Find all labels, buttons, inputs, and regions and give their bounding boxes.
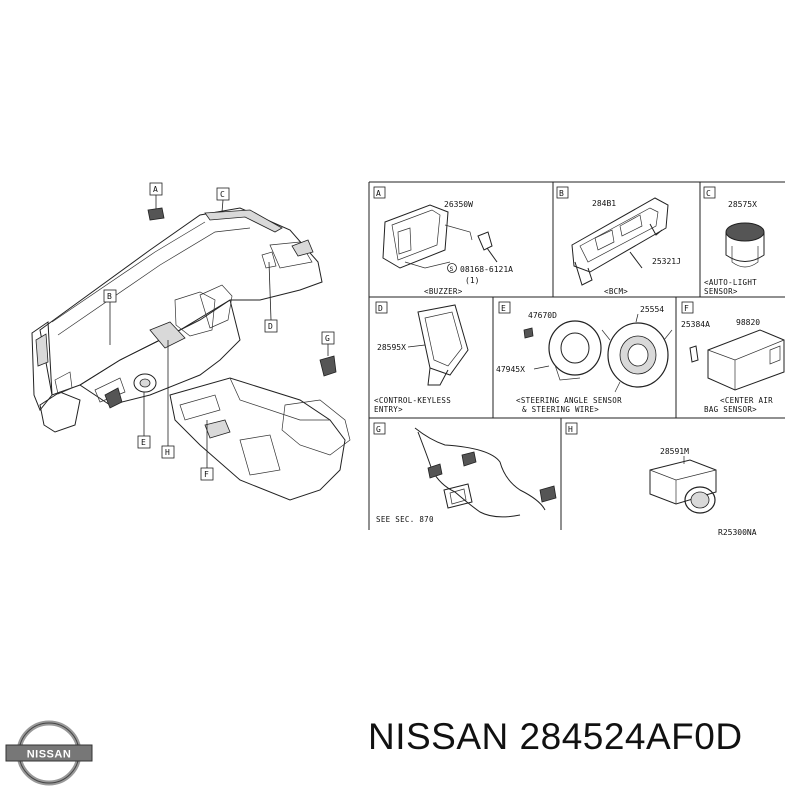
panel-e-steering-sensor: E 47670D 25554 47945X <STEERING ANGLE SE… [496,301,673,414]
panel-d-letter: D [378,304,383,313]
reference-code: R25300NA [718,528,757,537]
panel-a-buzzer: A 26350W S 08168-6121A (1) <BUZZER> [373,186,513,296]
panel-f-part-2: 98820 [736,318,760,327]
panel-c-letter: C [706,189,711,198]
panel-f-part-1: 25384A [681,320,710,329]
panel-g-letter: G [376,425,381,434]
panel-a-part-2: 08168-6121A [460,265,513,274]
panel-b-part-1: 284B1 [592,199,616,208]
panel-d-caption-2: ENTRY> [374,405,403,414]
callout-d: D [268,322,273,331]
panel-h-module: H 28591M [565,422,717,514]
panel-a-caption: <BUZZER> [424,287,463,296]
panel-c-part-1: 28575X [728,200,757,209]
panel-g-caption: SEE SEC. 870 [376,515,434,524]
panel-a-part-2-qty: (1) [465,276,479,285]
panel-c-caption-1: <AUTO-LIGHT [704,278,757,287]
panel-d-caption-1: <CONTROL-KEYLESS [374,396,451,405]
part-number-title: NISSAN 284524AF0D [368,716,743,757]
panel-g-harness: G SEE SEC. 870 [373,422,557,524]
panel-f-caption-2: BAG SENSOR> [704,405,757,414]
callout-e: E [141,438,146,447]
callout-c: C [220,190,225,199]
panel-b-bcm: B 284B1 25321J <BCM> [556,186,681,296]
panel-f-airbag-sensor: F 25384A 98820 <CENTER AIR BAG SENSOR> [681,301,785,414]
panel-c-auto-light: C 28575X <AUTO-LIGHT SENSOR> [703,186,765,296]
panel-e-part-1: 47670D [528,311,557,320]
callout-f: F [204,470,209,479]
detail-grid [368,181,785,530]
panel-e-letter: E [501,304,506,313]
panel-c-caption-2: SENSOR> [704,287,738,296]
panel-h-letter: H [568,425,573,434]
panel-f-letter: F [684,304,689,313]
panel-e-part-2: 25554 [640,305,664,314]
panel-b-caption: <BCM> [604,287,628,296]
panel-f-caption-1: <CENTER AIR [720,396,773,405]
callout-h: H [165,448,170,457]
panel-b-letter: B [559,189,564,198]
callout-b: B [107,292,112,301]
panel-e-caption-2: & STEERING WIRE> [522,405,599,414]
callout-a: A [153,185,158,194]
dashboard-overview: A C B D G E H F [31,182,351,501]
panel-a-letter: A [376,189,381,198]
nissan-logo: NISSAN [5,720,93,786]
panel-e-part-3: 47945X [496,365,525,374]
panel-b-part-2: 25321J [652,257,681,266]
panel-d-keyless: D 28595X <CONTROL-KEYLESS ENTRY> [374,301,469,414]
nissan-logo-text: NISSAN [27,749,72,761]
panel-a-part-1: 26350W [444,200,473,209]
panel-d-part-1: 28595X [377,343,406,352]
svg-text:S: S [450,265,454,273]
panel-e-caption-1: <STEERING ANGLE SENSOR [516,396,622,405]
panel-h-part-1: 28591M [660,447,689,456]
callout-g: G [325,334,330,343]
